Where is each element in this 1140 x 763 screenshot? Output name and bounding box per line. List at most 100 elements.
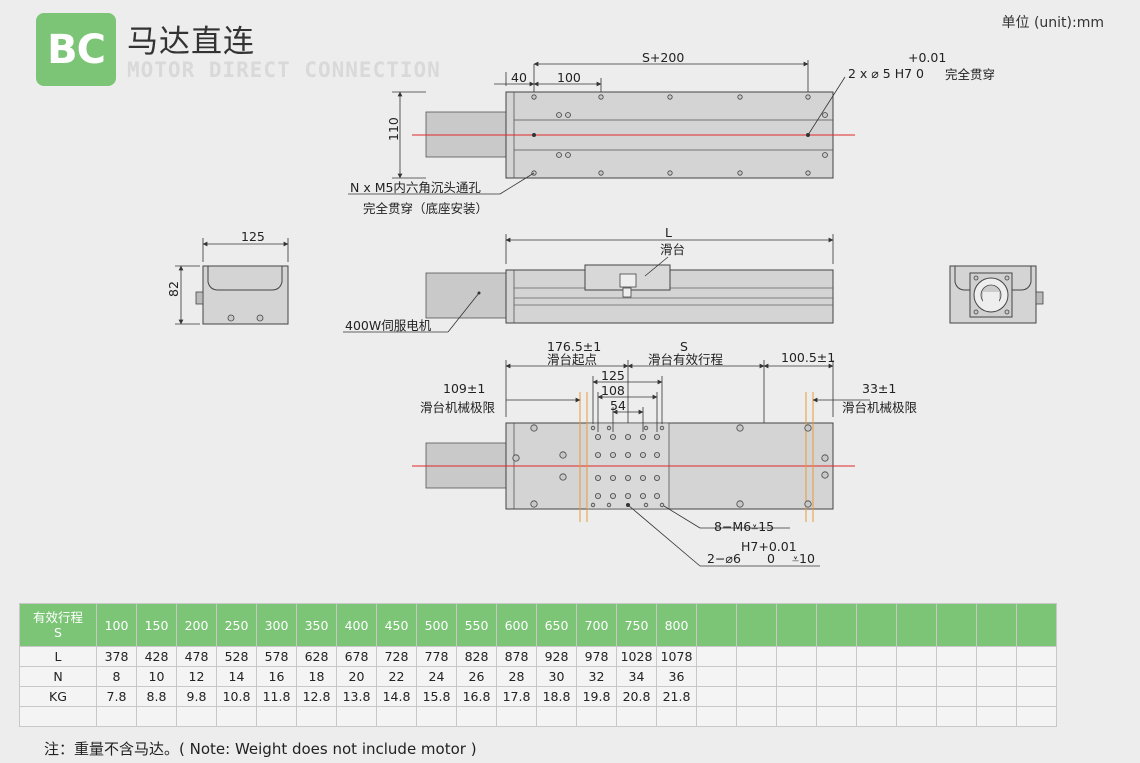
- empty-cell: [816, 706, 857, 727]
- table-cell: 14: [216, 666, 257, 687]
- dim-110: 110: [386, 117, 401, 141]
- header-empty-cell: [816, 603, 857, 647]
- table-cell: 528: [216, 646, 257, 667]
- empty-cell: [736, 706, 777, 727]
- right-limit-value: 33±1: [862, 381, 896, 396]
- header-cell: 100: [96, 603, 137, 647]
- empty-cell: [696, 686, 737, 707]
- pin-tolerance: H7+0.01: [741, 539, 797, 554]
- table-cell: 978: [576, 646, 617, 667]
- empty-cell: [896, 706, 937, 727]
- empty-cell: [136, 706, 177, 727]
- header-cell: 300: [256, 603, 297, 647]
- table-cell: 14.8: [376, 686, 417, 707]
- dim-s-plus-200: S+200: [642, 50, 684, 65]
- table-cell: 10.8: [216, 686, 257, 707]
- header-empty-cell: [896, 603, 937, 647]
- empty-cell: [736, 666, 777, 687]
- table-cell: 17.8: [496, 686, 537, 707]
- table-cell: 20: [336, 666, 377, 687]
- empty-cell: [816, 646, 857, 667]
- empty-cell: [856, 666, 897, 687]
- dim-108: 108: [601, 383, 625, 398]
- table-cell: 678: [336, 646, 377, 667]
- empty-cell: [936, 706, 977, 727]
- empty-cell: [96, 706, 137, 727]
- empty-cell: [576, 706, 617, 727]
- empty-cell: [776, 686, 817, 707]
- table-blank-row: [19, 706, 1057, 727]
- table-cell: 11.8: [256, 686, 297, 707]
- table-cell: 878: [496, 646, 537, 667]
- table-cell: 32: [576, 666, 617, 687]
- m6-spec: 8−M6⩡15: [714, 519, 774, 534]
- table-cell: 478: [176, 646, 217, 667]
- table-cell: 578: [256, 646, 297, 667]
- servo-motor: [425, 272, 507, 319]
- dim-L: L: [665, 225, 672, 240]
- empty-cell: [736, 646, 777, 667]
- empty-cell: [1016, 646, 1057, 667]
- table-cell: 10: [136, 666, 177, 687]
- empty-cell: [976, 646, 1017, 667]
- header-cell: 650: [536, 603, 577, 647]
- empty-cell: [696, 646, 737, 667]
- table-cell: 16: [256, 666, 297, 687]
- right-limit-label: 滑台机械极限: [842, 400, 918, 415]
- bottom-view: 176.5±1 滑台起点 S 滑台有效行程 100.5±1 109±1 滑台机械…: [412, 339, 918, 567]
- empty-cell: [616, 706, 657, 727]
- header-empty-cell: [936, 603, 977, 647]
- empty-cell: [456, 706, 497, 727]
- empty-cell: [896, 646, 937, 667]
- table-cell: 16.8: [456, 686, 497, 707]
- empty-cell: [176, 706, 217, 727]
- empty-cell: [936, 666, 977, 687]
- empty-cell: [376, 706, 417, 727]
- motor-label: 400W伺服电机: [345, 318, 432, 333]
- header-empty-cell: [776, 603, 817, 647]
- table-cell: 30: [536, 666, 577, 687]
- table-cell: 1028: [616, 646, 657, 667]
- empty-cell: [856, 706, 897, 727]
- table-cell: 13.8: [336, 686, 377, 707]
- empty-cell: [696, 666, 737, 687]
- table-cell: 22: [376, 666, 417, 687]
- header-cell: 200: [176, 603, 217, 647]
- empty-cell: [1016, 666, 1057, 687]
- header-empty-cell: [856, 603, 897, 647]
- table-cell: 728: [376, 646, 417, 667]
- table-cell: 8.8: [136, 686, 177, 707]
- header-label-line: 有效行程: [32, 610, 83, 625]
- slider-holes: [590, 425, 665, 508]
- through-label: 完全贯穿: [945, 67, 995, 82]
- empty-cell: [976, 706, 1017, 727]
- header-cell: 150: [136, 603, 177, 647]
- header-cell: 350: [296, 603, 337, 647]
- empty-cell: [1016, 706, 1057, 727]
- row-label-cell: L: [19, 646, 97, 667]
- empty-cell: [296, 706, 337, 727]
- table-cell: 1078: [656, 646, 697, 667]
- table-cell: 36: [656, 666, 697, 687]
- hole-spec: 2 x ⌀ 5 H7 0: [848, 66, 924, 81]
- header-label-line: S: [54, 625, 62, 640]
- header-empty-cell: [976, 603, 1017, 647]
- dim-40: 40: [511, 70, 527, 85]
- header-cell: 700: [576, 603, 617, 647]
- empty-cell: [536, 706, 577, 727]
- table-cell: 928: [536, 646, 577, 667]
- empty-cell: [776, 646, 817, 667]
- mount-holes-top: [531, 94, 828, 176]
- empty-cell: [936, 646, 977, 667]
- footnote: 注：重量不含马达。( Note: Weight does not include…: [44, 740, 477, 758]
- header-empty-cell: [736, 603, 777, 647]
- table-cell: 7.8: [96, 686, 137, 707]
- table-cell: 18: [296, 666, 337, 687]
- empty-cell: [776, 666, 817, 687]
- dim-125-end: 125: [241, 229, 265, 244]
- empty-cell: [976, 686, 1017, 707]
